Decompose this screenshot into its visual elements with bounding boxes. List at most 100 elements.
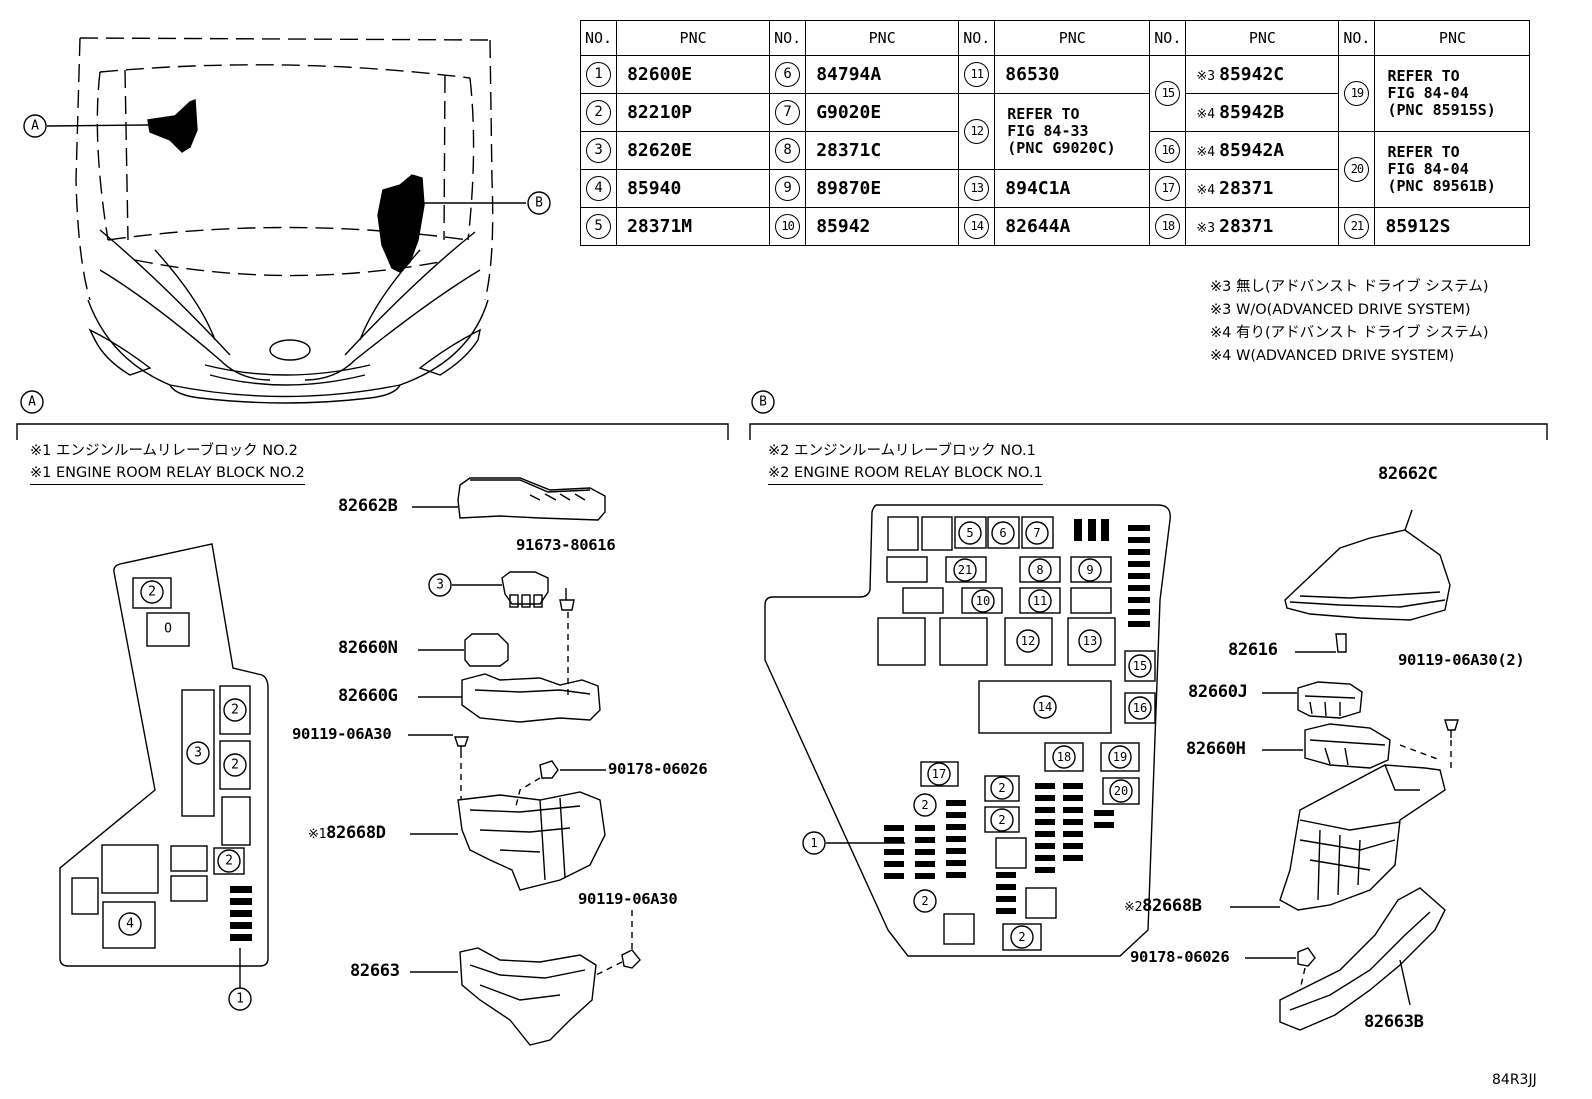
- part-code[interactable]: 82662B: [338, 496, 398, 516]
- block-b-label: 7: [1033, 526, 1040, 540]
- block-a-label-o: O: [164, 622, 172, 637]
- pnc-cell: G9020E: [805, 93, 960, 132]
- part-code[interactable]: 82663B: [1364, 1012, 1424, 1032]
- pnc-cell: 894C1A: [994, 169, 1151, 208]
- part-code[interactable]: ※182668D: [308, 823, 386, 843]
- part-code[interactable]: 82616: [1228, 640, 1278, 660]
- section-a-heading: ※1 エンジンルームリレーブロック NO.2 ※1 ENGINE ROOM RE…: [30, 440, 305, 485]
- part-code[interactable]: 90119-06A30(2): [1398, 651, 1525, 669]
- section-a-label: A: [28, 395, 36, 410]
- footnote-mark: ※4: [1196, 183, 1216, 198]
- callout-b-car: [527, 191, 551, 215]
- figure-id: 84R3JJ: [1492, 1072, 1537, 1088]
- pnc-cell: 85942B: [1219, 102, 1285, 123]
- block-b-label: 9: [1086, 563, 1093, 577]
- col-pnc: PNC: [994, 20, 1151, 56]
- pnc-cell: 89870E: [805, 169, 960, 208]
- pnc-cell: 28371C: [805, 131, 960, 170]
- block-b-circles: [802, 521, 1152, 949]
- block-b-label: 20: [1114, 784, 1128, 798]
- part-code[interactable]: 90119-06A30: [292, 725, 392, 743]
- part-code[interactable]: 90119-06A30: [578, 890, 678, 908]
- section-b-title-en: ※2 ENGINE ROOM RELAY BLOCK NO.1: [768, 462, 1043, 485]
- pnc-cell: 82210P: [616, 93, 771, 132]
- part-code[interactable]: 91673-80616: [516, 536, 616, 554]
- section-a-parts: [408, 477, 641, 1046]
- section-b-title-jp: ※2 エンジンルームリレーブロック NO.1: [768, 443, 1036, 459]
- row-number: 5: [586, 214, 612, 239]
- block-b-label: 11: [1033, 594, 1047, 608]
- block-b-label: 12: [1021, 634, 1035, 648]
- block-b-label: 17: [932, 767, 946, 781]
- footnote-mark: ※4: [1196, 107, 1216, 122]
- row-number: 4: [586, 176, 612, 201]
- footnote-mark: ※3: [1196, 69, 1216, 84]
- block-b-label: 16: [1133, 701, 1147, 715]
- block-b-label: 10: [976, 594, 990, 608]
- block-a-label-2: 2: [231, 758, 239, 773]
- block-b-label: 14: [1038, 700, 1052, 714]
- col-pnc: PNC: [805, 20, 960, 56]
- part-code[interactable]: ※282668B: [1124, 896, 1202, 916]
- block-b-label: 15: [1133, 659, 1147, 673]
- part-code[interactable]: 82662C: [1378, 464, 1438, 484]
- footnote: ※4 W(ADVANCED DRIVE SYSTEM): [1210, 348, 1455, 364]
- block-b-label: 2: [921, 894, 928, 908]
- pnc-cell: 85912S: [1374, 207, 1531, 246]
- row-number: 12: [964, 119, 990, 144]
- part-code[interactable]: 82660J: [1188, 682, 1248, 702]
- col-no: NO.: [579, 20, 618, 56]
- row-number: 9: [775, 176, 801, 201]
- section-a-bracket: [16, 423, 729, 440]
- section-b-parts: [1230, 509, 1459, 1031]
- footnote: ※4 有り(アドバンスト ドライブ システム): [1210, 325, 1489, 341]
- leader-a: [46, 124, 149, 127]
- row-number: 3: [586, 138, 612, 163]
- row-number: 15: [1155, 81, 1181, 106]
- row-number: 6: [775, 62, 801, 87]
- block-b-label: 18: [1057, 750, 1071, 764]
- block-a-label-2: 2: [231, 703, 239, 718]
- table-row: 2 82210P 7 G9020E 12 REFER TO FIG 84-33 …: [579, 93, 1530, 170]
- row-number: 18: [1155, 214, 1181, 239]
- block-b-label: 8: [1036, 563, 1043, 577]
- col-no: NO.: [958, 20, 996, 56]
- block-b-label: 5: [966, 526, 973, 540]
- pnc-cell: 85942A: [1219, 140, 1285, 161]
- section-b-label: B: [759, 395, 767, 410]
- part-code[interactable]: 90178-06026: [608, 760, 708, 778]
- block-b-label: 13: [1083, 634, 1097, 648]
- col-no: NO.: [1149, 20, 1187, 56]
- part-code[interactable]: 82660N: [338, 638, 398, 658]
- block-b-label: 1: [810, 836, 817, 850]
- part-code-prefix: ※1: [308, 827, 327, 842]
- section-a-title-en: ※1 ENGINE ROOM RELAY BLOCK NO.2: [30, 462, 305, 485]
- section-b-circle: [751, 390, 775, 414]
- pnc-cell-refer: REFER TO FIG 84-04 (PNC 85915S): [1374, 55, 1531, 132]
- block-b-label: 6: [999, 526, 1006, 540]
- footnote: ※3 無し(アドバンスト ドライブ システム): [1210, 279, 1489, 295]
- pnc-cell: 84794A: [805, 55, 960, 94]
- block-b-label: 2: [1018, 930, 1025, 944]
- part-code[interactable]: 82663: [350, 961, 400, 981]
- row-number: 14: [964, 214, 990, 239]
- part-code-prefix: ※2: [1124, 900, 1143, 915]
- part-code[interactable]: 90178-06026: [1130, 948, 1230, 966]
- row-number: 8: [775, 138, 801, 163]
- part-code-value: 82668B: [1142, 896, 1202, 916]
- pnc-cell: 82644A: [994, 207, 1151, 246]
- block-b-label: 19: [1113, 750, 1127, 764]
- block-b-label: 2: [998, 781, 1005, 795]
- footnotes: ※3 無し(アドバンスト ドライブ システム) ※3 W/O(ADVANCED …: [1210, 276, 1489, 368]
- pnc-cell: 85942C: [1219, 64, 1285, 85]
- part-code[interactable]: 82660H: [1186, 739, 1246, 759]
- part-code[interactable]: 82660G: [338, 686, 398, 706]
- pnc-table: NO. PNC NO. PNC NO. PNC NO. PNC NO. PNC …: [579, 20, 1531, 246]
- row-number: 16: [1155, 138, 1181, 163]
- part-code-value: 82668D: [326, 823, 386, 843]
- pnc-cell: 28371M: [616, 207, 771, 246]
- row-number: 10: [775, 214, 801, 239]
- car-callout-b-text: B: [535, 196, 543, 211]
- row-number: 2: [586, 100, 612, 125]
